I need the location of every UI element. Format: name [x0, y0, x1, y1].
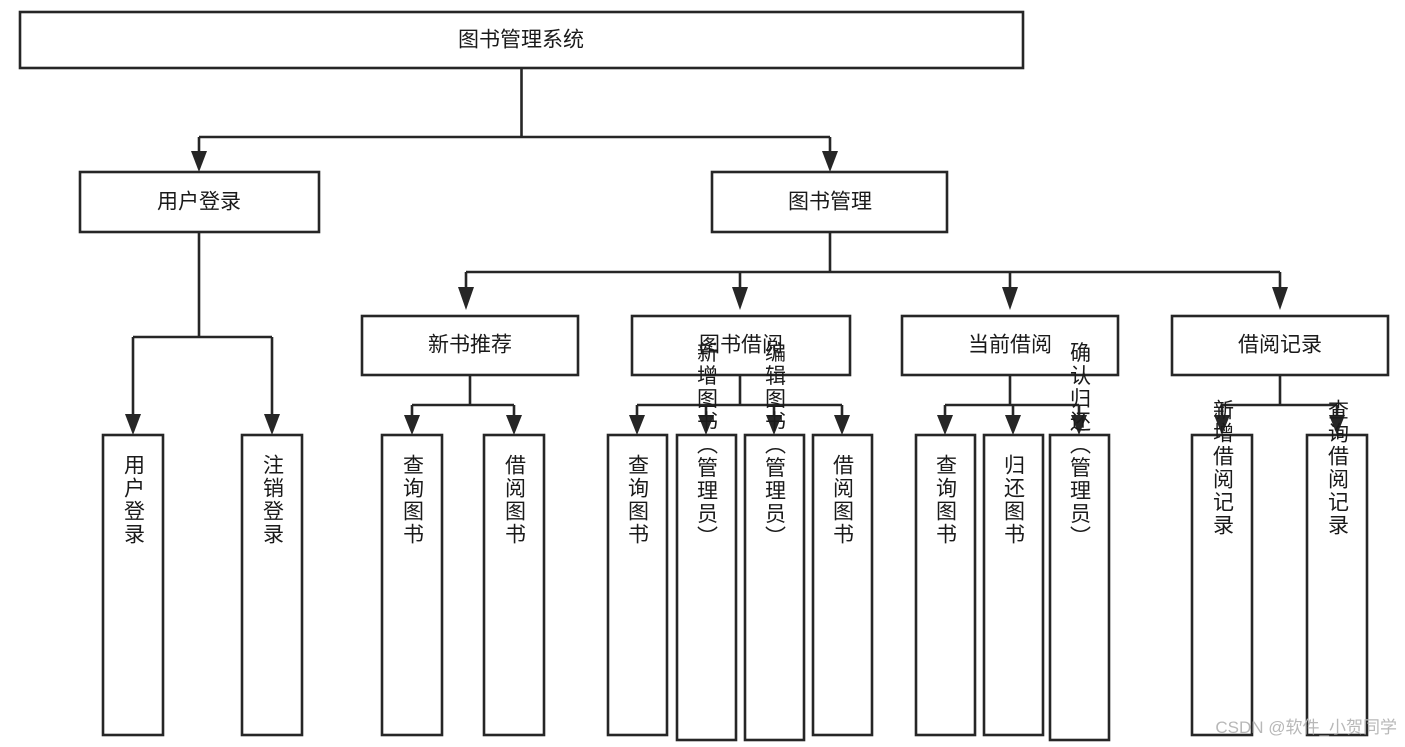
- arrow-head-icon: [732, 287, 748, 310]
- node-leaf-label: 查询图书: [934, 454, 958, 546]
- node-leaf-query-book-current[interactable]: 查询图书: [914, 433, 977, 737]
- node-leaf-box: [1190, 433, 1254, 737]
- arrow-head-icon: [1002, 287, 1018, 310]
- node-borrow-record[interactable]: 借阅记录: [1170, 314, 1390, 377]
- connector-group-borrow-record: [1214, 375, 1345, 435]
- arrow-head-icon: [766, 415, 782, 435]
- watermark-label: CSDN @软件_小贺同学: [1215, 718, 1397, 737]
- node-leaf-label: 注销登录: [261, 454, 285, 546]
- connector-group-new-book: [404, 375, 522, 435]
- node-book-management-label: 图书管理: [788, 191, 872, 214]
- node-user-login-label: 用户登录: [157, 191, 241, 214]
- node-leaf-query-book-borrow[interactable]: 查询图书: [606, 433, 669, 737]
- node-current-borrow-box: [900, 314, 1120, 377]
- arrow-head-icon: [191, 151, 207, 172]
- node-leaf-add-book-admin[interactable]: 新增图书（管理员）: [675, 342, 738, 742]
- arrow-head-icon: [822, 151, 838, 172]
- node-leaf-borrow-book-borrow[interactable]: 借阅图书: [811, 433, 874, 737]
- node-leaf-box: [606, 433, 669, 737]
- connector-group-user-login: [125, 232, 280, 435]
- node-borrow-record-box: [1170, 314, 1390, 377]
- node-new-book-recommend[interactable]: 新书推荐: [360, 314, 580, 377]
- node-leaf-logout[interactable]: 注销登录: [240, 433, 304, 737]
- node-leaf-borrow-book-newbook[interactable]: 借阅图书: [482, 433, 546, 737]
- arrow-head-icon: [937, 415, 953, 435]
- arrow-head-icon: [698, 415, 714, 435]
- connector-group-current-borrow: [937, 375, 1087, 435]
- node-leaf-label: 归还图书: [1002, 454, 1026, 546]
- connector-group-book-borrow: [629, 375, 850, 435]
- node-leaf-return-book[interactable]: 归还图书: [982, 433, 1045, 737]
- node-root-box: [18, 10, 1025, 70]
- node-leaf-confirm-return-admin[interactable]: 确认归还（管理员）: [1048, 342, 1111, 742]
- node-leaf-label: 查询图书: [401, 454, 425, 546]
- arrow-head-icon: [506, 415, 522, 435]
- arrow-head-icon: [1005, 415, 1021, 435]
- node-leaf-box: [811, 433, 874, 737]
- arrow-head-icon: [834, 415, 850, 435]
- node-user-login-box: [78, 170, 321, 234]
- connector-group-root: [191, 68, 838, 172]
- node-user-login[interactable]: 用户登录: [78, 170, 321, 234]
- node-leaf-box: [101, 433, 165, 737]
- node-leaf-box: [675, 433, 738, 742]
- node-root-system[interactable]: 图书管理系统: [18, 10, 1025, 70]
- arrow-head-icon: [125, 414, 141, 435]
- arrow-head-icon: [404, 415, 420, 435]
- node-leaf-label: 借阅图书: [503, 454, 527, 546]
- node-leaf-label: 新增图书（管理员）: [695, 342, 719, 549]
- node-leaf-box: [1305, 433, 1369, 737]
- node-current-borrow-label: 当前借阅: [968, 334, 1052, 357]
- arrow-head-icon: [1071, 415, 1087, 435]
- node-root-label: 图书管理系统: [458, 29, 584, 52]
- node-leaf-user-login[interactable]: 用户登录: [101, 433, 165, 737]
- node-leaf-add-borrow-record[interactable]: 新增借阅记录: [1190, 399, 1254, 737]
- node-leaf-label: 查询借阅记录: [1326, 399, 1350, 537]
- node-leaf-query-borrow-record[interactable]: 查询借阅记录: [1305, 399, 1369, 737]
- node-book-borrow[interactable]: 图书借阅: [630, 314, 852, 377]
- node-new-book-recommend-box: [360, 314, 580, 377]
- node-book-borrow-box: [630, 314, 852, 377]
- node-book-management-box: [710, 170, 949, 234]
- node-leaf-box: [743, 433, 806, 742]
- node-leaf-box: [482, 433, 546, 737]
- arrow-head-icon: [1272, 287, 1288, 310]
- node-new-book-recommend-label: 新书推荐: [428, 334, 512, 357]
- node-leaf-label: 用户登录: [122, 454, 146, 546]
- arrow-head-icon: [264, 414, 280, 435]
- arrow-head-icon: [629, 415, 645, 435]
- node-leaf-box: [380, 433, 444, 737]
- arrow-head-icon: [458, 287, 474, 310]
- node-leaf-label: 新增借阅记录: [1211, 399, 1235, 537]
- node-leaf-box: [1048, 433, 1111, 742]
- arrow-head-icon: [1214, 415, 1230, 435]
- node-leaf-label: 借阅图书: [831, 454, 855, 546]
- node-leaf-label: 查询图书: [626, 454, 650, 546]
- node-book-borrow-label: 图书借阅: [699, 334, 783, 357]
- node-borrow-record-label: 借阅记录: [1238, 334, 1322, 357]
- node-leaf-query-book-newbook[interactable]: 查询图书: [380, 433, 444, 737]
- node-leaf-box: [240, 433, 304, 737]
- node-book-management[interactable]: 图书管理: [710, 170, 949, 234]
- connector-group-book-management: [458, 232, 1288, 310]
- node-current-borrow[interactable]: 当前借阅: [900, 314, 1120, 377]
- node-leaf-box: [914, 433, 977, 737]
- arrow-head-icon: [1329, 415, 1345, 435]
- node-leaf-edit-book-admin[interactable]: 编辑图书（管理员）: [743, 342, 806, 742]
- node-leaf-label: 确认归还（管理员）: [1068, 342, 1092, 549]
- node-leaf-label: 编辑图书（管理员）: [763, 342, 787, 549]
- node-leaf-box: [982, 433, 1045, 737]
